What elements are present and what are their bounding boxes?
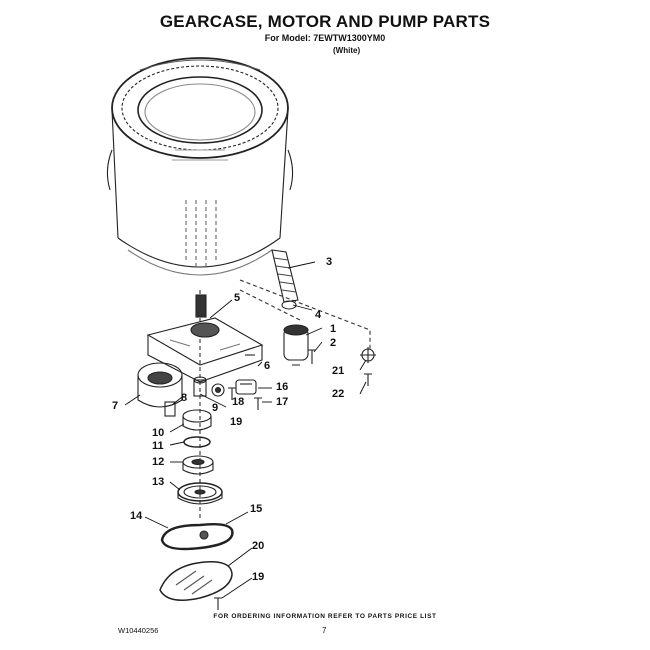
document-number: W10440256 [118, 626, 159, 635]
pulley [177, 482, 223, 505]
callout-5: 5 [234, 292, 241, 304]
hose-clamp [281, 300, 297, 310]
screw-22 [364, 373, 372, 386]
pump-screw [308, 349, 316, 364]
callout-14: 14 [130, 510, 143, 522]
callout-7: 7 [112, 400, 119, 412]
callout-18: 18 [232, 396, 245, 408]
drain-hose [271, 249, 299, 303]
drive-belt [160, 522, 234, 551]
callout-11: 11 [152, 440, 164, 452]
callout-13: 13 [152, 476, 165, 488]
callout-2: 2 [330, 337, 337, 349]
drive-clip [360, 347, 376, 363]
callout-10: 10 [152, 427, 165, 439]
model-color: (White) [333, 46, 361, 55]
model-number: For Model: 7EWTW1300YM0 [264, 33, 386, 43]
part-9 [193, 376, 207, 397]
ordering-note: FOR ORDERING INFORMATION REFER TO PARTS … [213, 613, 437, 620]
coupling [182, 409, 212, 431]
callout-17: 17 [276, 396, 289, 408]
callout-19-upper: 19 [230, 416, 243, 428]
belt-idler [199, 530, 209, 540]
drive-cam [182, 455, 214, 475]
page-number: 7 [322, 626, 327, 635]
page-title: GEARCASE, MOTOR AND PUMP PARTS [159, 12, 491, 31]
callout-4: 4 [315, 309, 322, 321]
callout-22: 22 [332, 388, 345, 400]
callout-16: 16 [276, 381, 289, 393]
callout-12: 12 [152, 456, 165, 468]
motor [137, 362, 183, 408]
pump-shield [159, 561, 233, 601]
part-18 [211, 383, 225, 397]
drain-pump [283, 324, 309, 366]
gearcase [146, 294, 264, 383]
part-8 [164, 401, 176, 417]
part-16 [235, 379, 257, 395]
callout-19-lower: 19 [252, 571, 265, 583]
callout-3: 3 [326, 256, 333, 268]
leader-lines [124, 261, 367, 599]
callout-1: 1 [330, 323, 337, 335]
screw-17 [254, 397, 262, 410]
callout-15: 15 [250, 503, 263, 515]
screw-19-lower [214, 597, 222, 610]
callout-21: 21 [332, 365, 345, 377]
callout-6: 6 [264, 360, 271, 372]
retaining-ring [183, 436, 211, 448]
callout-20: 20 [252, 540, 265, 552]
callout-9: 9 [212, 402, 219, 414]
wash-tub [106, 57, 294, 276]
screw-19-upper [228, 387, 236, 400]
callout-8: 8 [181, 392, 188, 404]
